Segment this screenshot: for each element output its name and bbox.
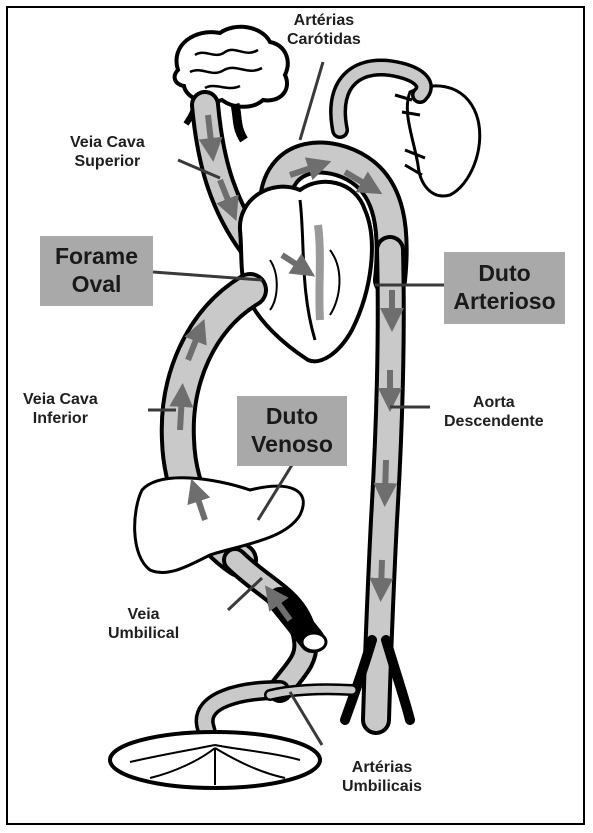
label-svc-line2: Superior — [70, 153, 145, 172]
box-ductus-arteriosus: Duto Arterioso — [444, 252, 565, 324]
lung-illustration — [395, 86, 480, 196]
label-umbilical-vein-line2: Umbilical — [108, 625, 179, 644]
label-descending-aorta: Aorta Descendente — [444, 394, 544, 432]
box-foramen-line1: Forame — [55, 243, 138, 271]
label-umbilical-vein: Veia Umbilical — [108, 606, 179, 644]
label-inferior-vena-cava: Veia Cava Inferior — [23, 391, 98, 429]
brain-illustration — [175, 27, 288, 140]
heart-illustration — [240, 182, 372, 361]
label-svc-line1: Veia Cava — [70, 134, 145, 153]
label-carotid-arteries: Artérias Carótidas — [287, 12, 361, 50]
label-ivc-line1: Veia Cava — [23, 391, 98, 410]
label-ivc-line2: Inferior — [23, 410, 98, 429]
placenta-illustration — [110, 732, 320, 788]
label-umbilical-arteries-line1: Artérias — [342, 759, 422, 778]
label-aorta-line2: Descendente — [444, 413, 544, 432]
box-ductus-arteriosus-line2: Arterioso — [453, 288, 555, 316]
label-carotid-line2: Carótidas — [287, 31, 361, 50]
label-aorta-line1: Aorta — [444, 394, 544, 413]
box-ductus-venosus-line1: Duto — [266, 403, 318, 431]
box-foramen-line2: Oval — [72, 271, 122, 299]
box-foramen-ovale: Forame Oval — [40, 236, 153, 306]
label-carotid-line1: Artérias — [287, 12, 361, 31]
label-umbilical-vein-line1: Veia — [108, 606, 179, 625]
box-ductus-venosus: Duto Venoso — [237, 396, 347, 466]
label-umbilical-arteries-line2: Umbilicais — [342, 778, 422, 797]
box-ductus-venosus-line2: Venoso — [251, 431, 333, 459]
box-ductus-arteriosus-line1: Duto — [478, 260, 530, 288]
label-umbilical-arteries: Artérias Umbilicais — [342, 759, 422, 797]
label-superior-vena-cava: Veia Cava Superior — [70, 134, 145, 172]
